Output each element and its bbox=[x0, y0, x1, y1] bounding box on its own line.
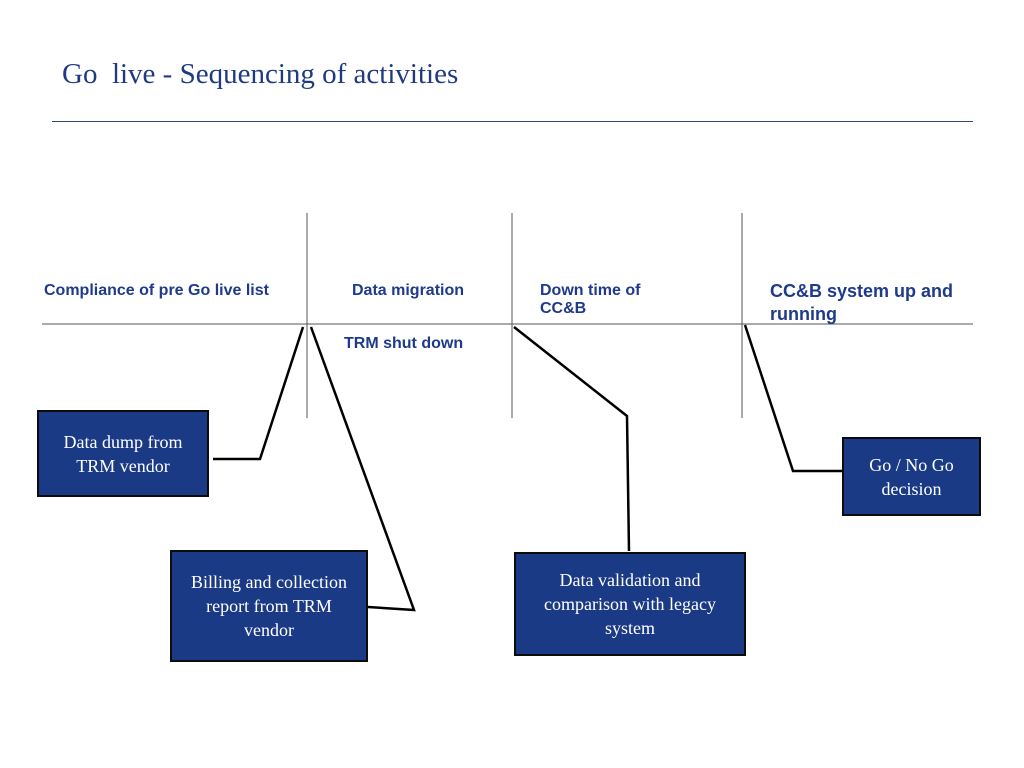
activity-box-go-no-go: Go / No Go decision bbox=[842, 437, 981, 516]
slide-title: Go live - Sequencing of activities bbox=[62, 58, 459, 90]
activity-text-go-no-go: Go / No Go decision bbox=[869, 454, 954, 499]
connector-data-dump bbox=[213, 326, 305, 461]
connector-billing-report bbox=[309, 326, 416, 612]
activity-box-data-validation: Data validation and comparison with lega… bbox=[514, 552, 746, 656]
activity-text-data-dump: Data dump from TRM vendor bbox=[63, 431, 183, 476]
phase-label-compliance: Compliance of pre Go live list bbox=[44, 282, 269, 299]
phase-label-system-up: CC&B system up and running bbox=[770, 281, 954, 324]
activity-text-data-validation: Data validation and comparison with lega… bbox=[544, 570, 716, 638]
connector-go-no-go bbox=[743, 324, 843, 473]
sub-label-trm-shutdown: TRM shut down bbox=[344, 335, 464, 352]
connector-data-validation bbox=[513, 326, 631, 552]
phase-label-downtime: Down time of CC&B bbox=[540, 282, 641, 317]
title-underline bbox=[52, 121, 973, 122]
activity-text-billing-report: Billing and collection report from TRM v… bbox=[191, 572, 347, 640]
activity-box-billing-report: Billing and collection report from TRM v… bbox=[170, 550, 368, 662]
activity-box-data-dump: Data dump from TRM vendor bbox=[37, 410, 209, 497]
phase-label-data-migration: Data migration bbox=[352, 282, 465, 299]
